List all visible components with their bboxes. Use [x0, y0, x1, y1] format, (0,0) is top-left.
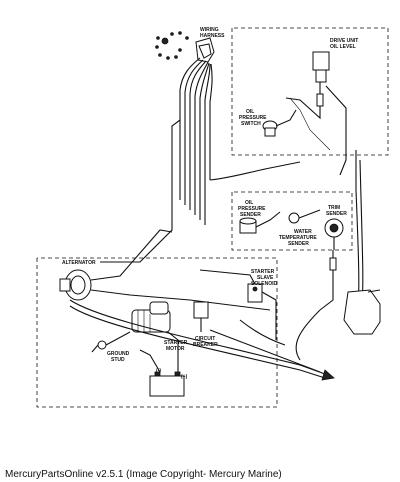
oil-pressure-switch [262, 109, 297, 137]
oil-pressure-sender-label-line3: SENDER [240, 212, 261, 218]
oil-pressure-switch-label-line3: SWITCH [241, 121, 261, 127]
battery-negative-label: (-) [156, 368, 161, 374]
main-bundle [69, 299, 335, 381]
starter-motor [131, 301, 171, 333]
wiring-harness-connector [155, 31, 215, 63]
starter-motor-label-line2: MOTOR [166, 346, 185, 352]
circuit-breaker-label-line1: CIRCUIT [195, 336, 215, 342]
dashed-boxes [36, 27, 389, 408]
oil-pressure-sender [239, 211, 281, 234]
ground-stud-label-line1: GROUND [107, 351, 130, 357]
trim-sender-label-line1: TRIM [328, 205, 340, 211]
drive-unit-oil-level-label-line1: DRIVE UNIT [330, 38, 358, 44]
starter-slave-solenoid [199, 269, 277, 340]
starter-motor-label-line1: STARTER [164, 340, 188, 346]
trim-sender-label-line2: SENDER [326, 211, 347, 217]
starter-slave-solenoid-label-line3: SOLENOID [251, 281, 278, 287]
starter-slave-solenoid-label-line1: STARTER [251, 269, 275, 275]
oil-pressure-sender-label-line1: OIL [245, 200, 253, 206]
image-caption: MercuryPartsOnline v2.5.1 (Image Copyrig… [5, 469, 282, 480]
oil-pressure-sender-label-line2: PRESSURE [238, 206, 266, 212]
oil-pressure-switch-label-line1: OIL [246, 109, 254, 115]
circuit-breaker [193, 301, 209, 332]
wiring-diagram: WIRING HARNESS DRIVE UNIT OIL LEVEL OIL … [36, 27, 389, 408]
alternator [59, 229, 271, 311]
drive-unit-oil-level-label-line2: OIL LEVEL [330, 44, 356, 50]
battery-positive-label: (+) [181, 374, 188, 380]
trim-sender [324, 218, 344, 250]
alternator-label: ALTERNATOR [62, 260, 96, 266]
right-trunk [319, 150, 381, 335]
water-temperature-sender [288, 209, 321, 224]
starter-slave-solenoid-label-line2: SLAVE [257, 275, 274, 281]
water-temperature-sender-label-line3: SENDER [288, 241, 309, 247]
harness-bundle [100, 57, 301, 263]
oil-pressure-switch-label-line2: PRESSURE [239, 115, 267, 121]
water-temperature-sender-label-line2: TEMPERATURE [279, 235, 317, 241]
battery [139, 331, 185, 397]
wiring-harness-label-line2: HARNESS [200, 33, 225, 39]
diagram-labels: WIRING HARNESS DRIVE UNIT OIL LEVEL OIL … [62, 27, 358, 380]
ground-stud-label-line2: STUD [111, 357, 125, 363]
circuit-breaker-label-line2: BREAKER [193, 342, 218, 348]
ground-stud [91, 331, 131, 353]
water-temperature-sender-label-line1: WATER [294, 229, 312, 235]
wiring-harness-label-line1: WIRING [200, 27, 219, 33]
drive-unit-oil-level [285, 51, 347, 176]
